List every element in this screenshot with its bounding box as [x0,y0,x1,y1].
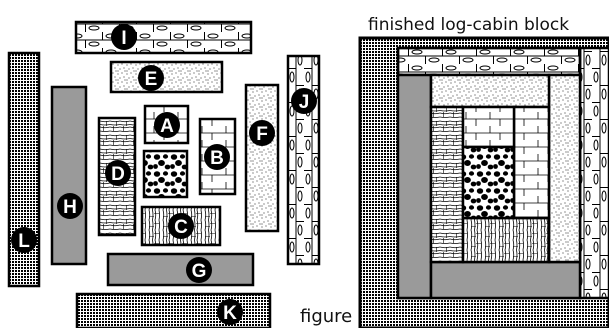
svg-text:A: A [160,116,174,137]
block-b [514,107,549,218]
block-title: finished log-cabin block [368,15,569,35]
svg-text:F: F [256,124,268,145]
piece-e [111,62,222,92]
svg-text:L: L [18,231,30,252]
block-center [463,147,514,218]
label-e: E [138,65,164,91]
block-g [431,262,580,298]
piece-center [144,151,187,197]
label-d: D [105,160,131,186]
block-c [463,218,549,262]
svg-text:I: I [121,28,126,49]
label-a: A [154,112,180,138]
svg-text:E: E [145,69,158,90]
svg-text:J: J [299,92,310,113]
label-l: L [11,227,37,253]
svg-text:K: K [223,303,237,324]
piece-f [246,85,278,231]
block-a [463,107,514,147]
piece-h [52,87,86,264]
label-b: B [204,144,230,170]
piece-j [288,56,319,264]
svg-text:B: B [210,148,224,169]
block-i [398,48,580,75]
finished-block [360,38,609,328]
piece-g [108,254,253,285]
label-f: F [249,120,275,146]
label-j: J [291,88,317,114]
block-f [549,75,580,262]
label-g: G [186,257,212,283]
exploded-view [9,22,319,328]
label-i: I [111,24,137,50]
block-j [580,48,609,298]
svg-text:H: H [63,197,77,218]
svg-text:C: C [174,217,188,238]
block-h [398,75,431,298]
block-e [431,75,549,107]
label-c: C [168,213,194,239]
piece-i [76,22,251,53]
svg-text:G: G [192,261,207,282]
label-k: K [217,299,243,325]
label-h: H [57,193,83,219]
block-d [431,107,463,262]
svg-text:D: D [111,164,125,185]
